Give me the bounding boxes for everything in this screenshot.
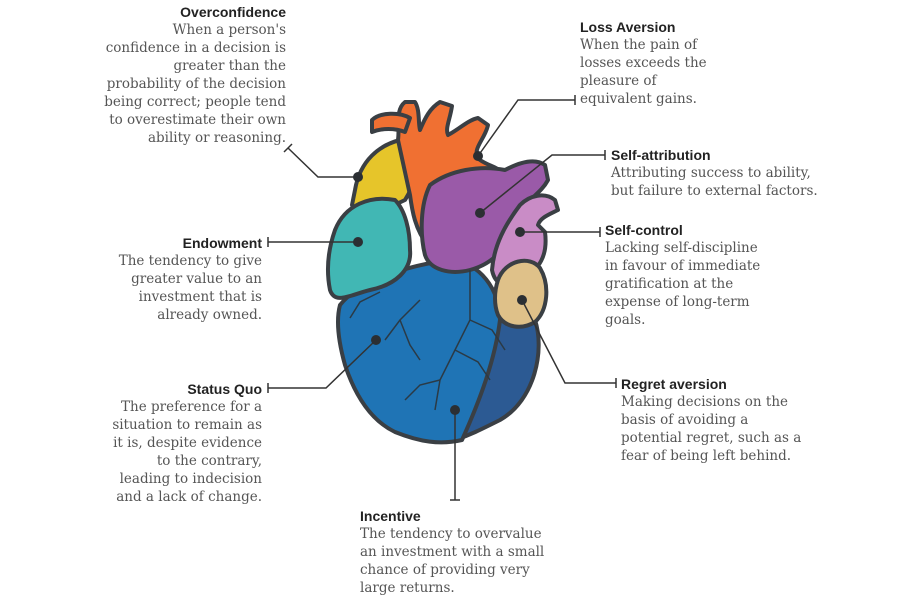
marker-dots — [353, 151, 527, 415]
label-title: Loss Aversion — [580, 19, 676, 35]
label-incentive: Incentive The tendency to overvalue an i… — [360, 507, 580, 597]
label-status-quo: Status Quo The preference for a situatio… — [90, 380, 262, 506]
label-line: basis of avoiding a — [621, 412, 749, 428]
label-line: The tendency to give — [118, 253, 262, 269]
label-overconfidence: Overconfidence When a person's confidenc… — [100, 3, 286, 147]
label-line: fear of being left behind. — [621, 448, 792, 464]
label-title: Regret aversion — [621, 376, 727, 392]
label-line: gratification at the — [605, 276, 734, 292]
label-regret-aversion: Regret aversion Making decisions on the … — [621, 375, 841, 465]
label-line: Making decisions on the — [621, 394, 789, 410]
label-line: When a person's — [172, 22, 286, 38]
label-line: The preference for a — [121, 399, 262, 415]
label-line: Lacking self-discipline — [605, 240, 758, 256]
label-title: Status Quo — [187, 381, 262, 397]
label-line: but failure to external factors. — [611, 183, 818, 199]
orange-arch — [370, 111, 412, 134]
label-title: Overconfidence — [180, 4, 286, 20]
label-line: investment that is — [138, 289, 262, 305]
label-line: leading to indecision — [119, 471, 262, 487]
label-line: greater than the — [173, 58, 286, 74]
pink-region — [490, 193, 560, 287]
label-line: When the pain of — [580, 37, 698, 53]
label-line: already owned. — [157, 307, 262, 323]
label-line: in favour of immediate — [605, 258, 761, 274]
label-line: to overestimate their own — [109, 112, 286, 128]
label-line: greater value to an — [131, 271, 262, 287]
label-self-attribution: Self-attribution Attributing success to … — [611, 146, 896, 200]
label-line: situation to remain as — [112, 417, 262, 433]
label-line: it is, despite evidence — [113, 435, 262, 451]
label-self-control: Self-control Lacking self-discipline in … — [605, 221, 805, 329]
label-line: goals. — [605, 312, 646, 328]
label-title: Self-attribution — [611, 147, 711, 163]
label-line: confidence in a decision is — [105, 40, 286, 56]
label-line: The tendency to overvalue — [360, 526, 542, 542]
label-endowment: Endowment The tendency to give greater v… — [100, 234, 262, 324]
label-line: equivalent gains. — [580, 91, 697, 107]
label-loss-aversion: Loss Aversion When the pain of losses ex… — [580, 18, 780, 108]
label-line: large returns. — [360, 580, 455, 596]
label-title: Endowment — [182, 235, 262, 251]
label-line: losses exceeds the — [580, 55, 707, 71]
teal-region — [325, 196, 413, 300]
label-line: Attributing success to ability, — [611, 165, 811, 181]
label-line: pleasure of — [580, 73, 657, 89]
tan-region — [493, 258, 549, 329]
label-title: Self-control — [605, 222, 683, 238]
label-line: ability or reasoning. — [147, 130, 286, 146]
label-line: potential regret, such as a — [621, 430, 802, 446]
label-line: being correct; people tend — [104, 94, 286, 110]
vessel-lines — [349, 270, 506, 411]
label-line: chance of providing very — [360, 562, 530, 578]
label-line: to the contrary, — [156, 453, 262, 469]
label-line: an investment with a small — [360, 544, 545, 560]
leader-lines — [267, 95, 617, 501]
label-line: and a lack of change. — [116, 489, 262, 505]
label-title: Incentive — [360, 508, 421, 524]
label-line: expense of long-term — [605, 294, 750, 310]
label-line: probability of the decision — [106, 76, 286, 92]
